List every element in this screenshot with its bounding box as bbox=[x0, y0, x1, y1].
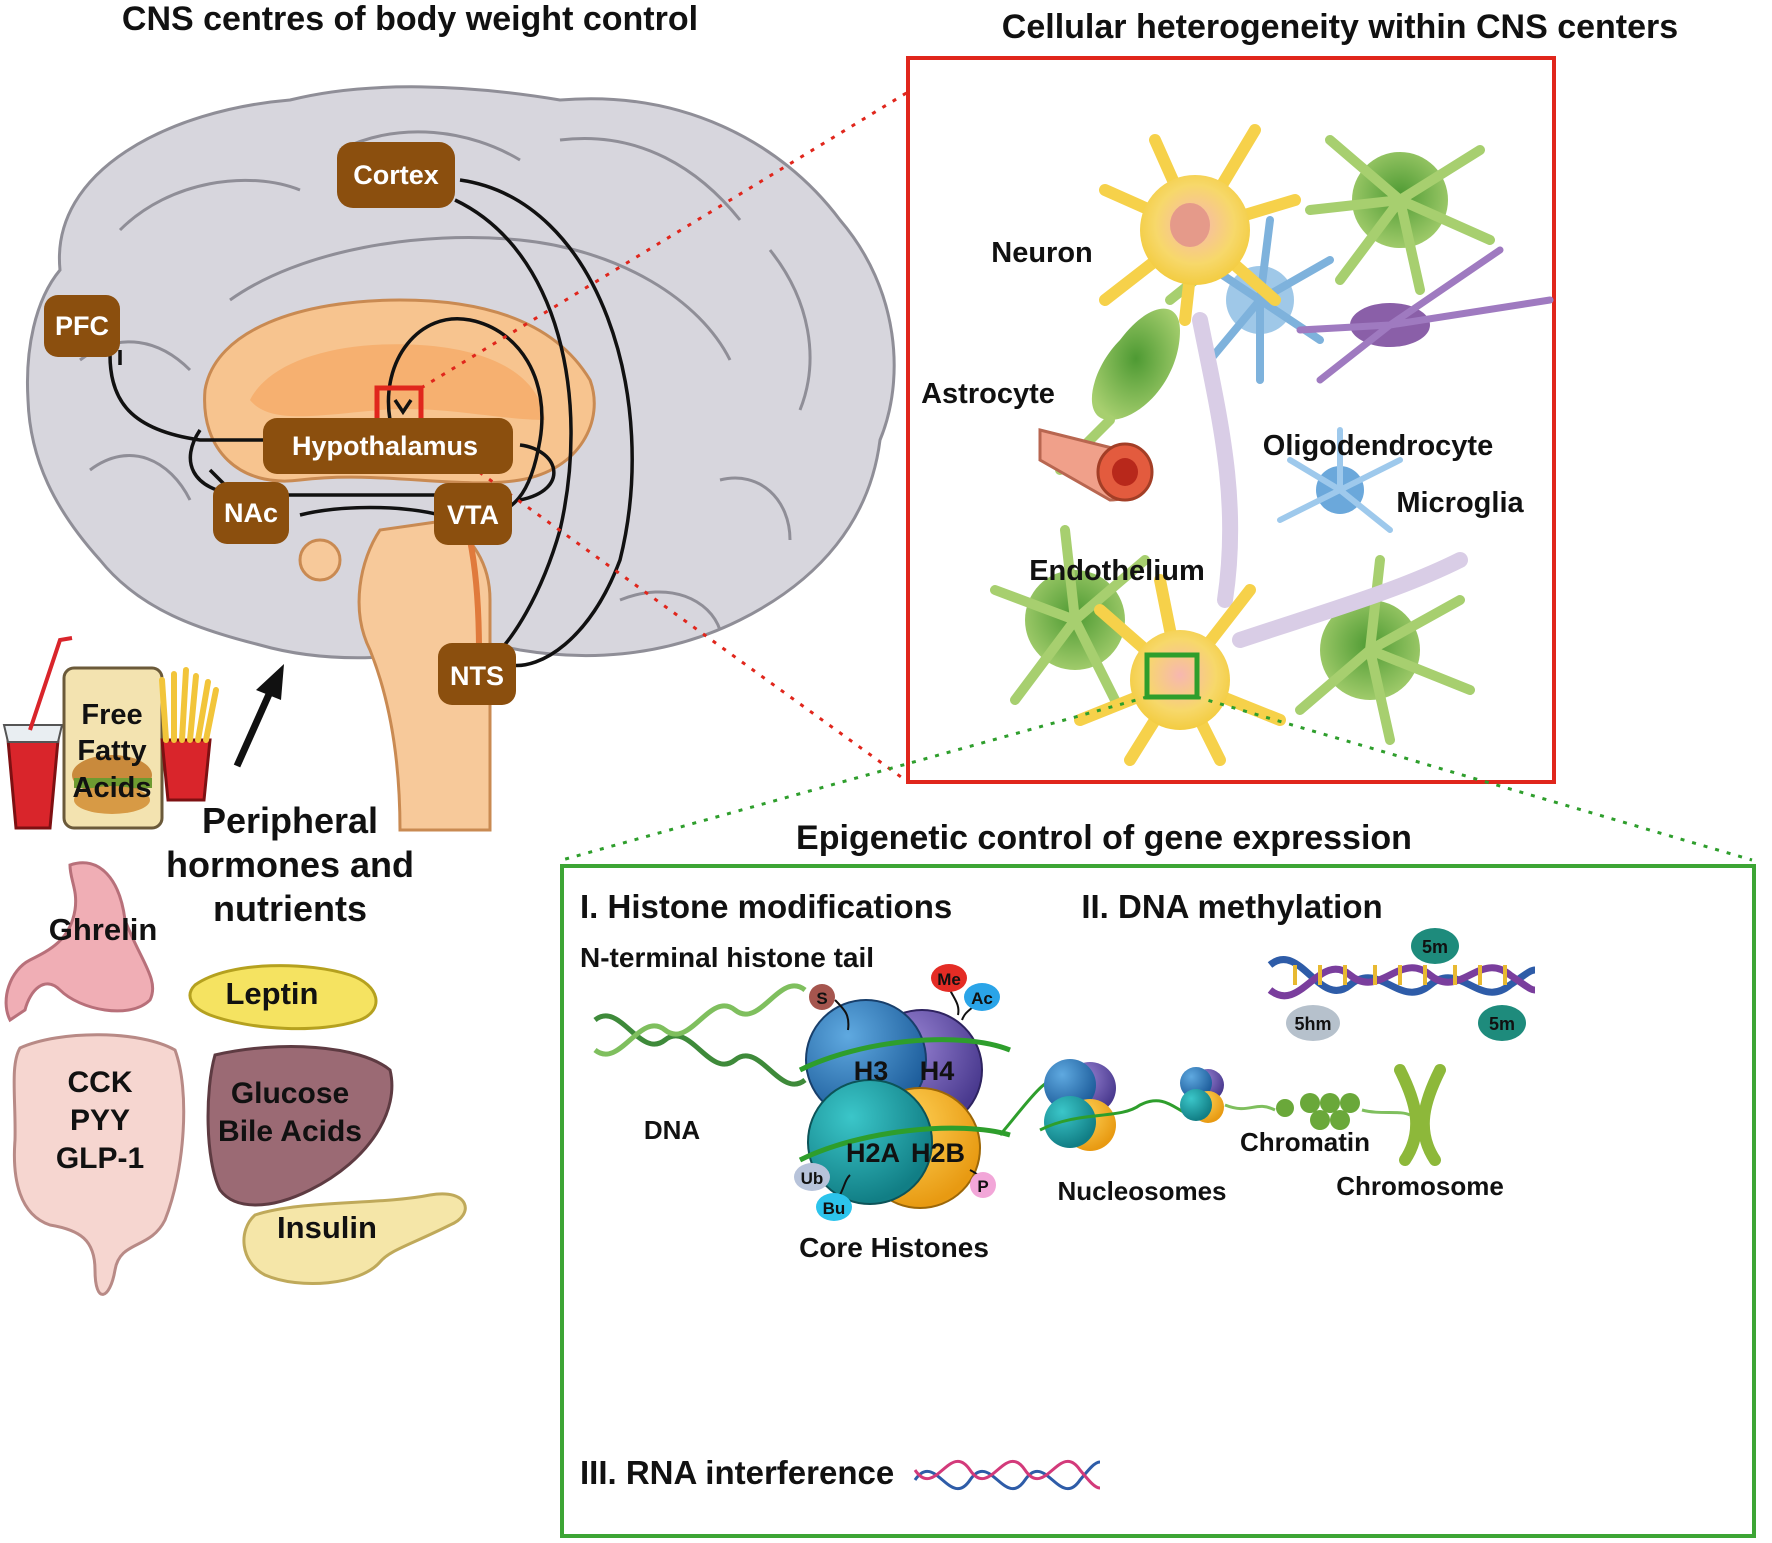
methyl-mark-top-label: 5m bbox=[1422, 937, 1448, 957]
gut-label-glp1: GLP-1 bbox=[56, 1142, 144, 1175]
food-label-line2: Fatty bbox=[77, 735, 146, 767]
methylation-heading: II. DNA methylation bbox=[1081, 888, 1382, 925]
mark-ub: Ub bbox=[794, 1163, 830, 1191]
histone-h2b-label: H2B bbox=[911, 1138, 965, 1168]
rnai-heading: III. RNA interference bbox=[580, 1454, 894, 1491]
liver-icon bbox=[206, 1045, 394, 1207]
drink-cup-icon bbox=[2, 636, 73, 830]
myelinated-axon-icon bbox=[1192, 312, 1468, 648]
node-nts: NTS bbox=[438, 643, 516, 705]
fries-icon bbox=[159, 667, 219, 802]
periphery-heading-line3: nutrients bbox=[213, 888, 367, 929]
mark-me: Me bbox=[931, 964, 967, 1016]
dna-label: DNA bbox=[644, 1115, 701, 1145]
rna-duplex-icon bbox=[913, 1460, 1101, 1490]
red-zoom-line-bottom bbox=[420, 428, 909, 784]
astrocyte-green-icons bbox=[990, 135, 1495, 745]
gut-label-cck: CCK bbox=[68, 1066, 133, 1099]
node-vta: VTA bbox=[434, 483, 512, 545]
endothelium-vessel-icon bbox=[1038, 428, 1154, 502]
microglia-label: Microglia bbox=[1396, 487, 1524, 519]
food-label-line3: Acids bbox=[73, 772, 152, 804]
node-cortex-label: Cortex bbox=[353, 160, 439, 190]
liver-label-line2: Bile Acids bbox=[218, 1115, 362, 1148]
epigenetic-panel-frame bbox=[560, 864, 1756, 1538]
methyl-mark-left: 5hm bbox=[1286, 1005, 1340, 1041]
methyl-mark-left-label: 5hm bbox=[1294, 1014, 1331, 1034]
liver-label-line1: Glucose bbox=[231, 1077, 349, 1110]
stomach-icon bbox=[4, 861, 155, 1023]
intestine-icon bbox=[12, 1033, 186, 1296]
mark-bu: Bu bbox=[816, 1174, 852, 1221]
chromosome-icon bbox=[1394, 1064, 1446, 1166]
methylated-dna-icon bbox=[1267, 956, 1536, 1000]
food-label-line1: Free bbox=[81, 699, 142, 731]
neuron-top-icon bbox=[1099, 124, 1301, 326]
mark-p-label: P bbox=[977, 1177, 988, 1196]
mark-s-label: S bbox=[816, 989, 827, 1008]
histone-h2a-label: H2A bbox=[846, 1138, 900, 1168]
pancreas-icon bbox=[242, 1192, 467, 1285]
mark-bu-label: Bu bbox=[823, 1199, 846, 1218]
histone-h3-label: H3 bbox=[854, 1056, 889, 1086]
periphery-heading-line2: hormones and bbox=[166, 844, 414, 885]
oligodendrocyte-icon bbox=[1296, 246, 1554, 384]
right-title: Cellular heterogeneity within CNS center… bbox=[1002, 8, 1678, 46]
periphery-heading-line1: Peripheral bbox=[202, 800, 378, 841]
microglia-icon bbox=[1277, 427, 1403, 533]
neuron-zoom-box bbox=[1144, 652, 1200, 700]
methyl-mark-right: 5m bbox=[1478, 1005, 1526, 1041]
green-zoom-line-right bbox=[1196, 695, 1753, 862]
tail-label: N-terminal histone tail bbox=[580, 942, 874, 973]
mark-s: S bbox=[809, 984, 850, 1031]
node-vta-label: VTA bbox=[447, 500, 499, 530]
signal-arrow-icon bbox=[233, 664, 284, 768]
mark-ub-label: Ub bbox=[801, 1169, 824, 1188]
core-histones-label: Core Histones bbox=[799, 1232, 989, 1263]
node-nts-label: NTS bbox=[450, 661, 504, 691]
burger-box-icon bbox=[62, 666, 164, 830]
methyl-mark-right-label: 5m bbox=[1489, 1014, 1515, 1034]
node-nac-label: NAc bbox=[224, 498, 278, 528]
mark-me-label: Me bbox=[937, 970, 961, 989]
ghrelin-label: Ghrelin bbox=[49, 912, 158, 947]
dna-helix-icon bbox=[593, 983, 807, 1087]
node-hypothalamus-label: Hypothalamus bbox=[292, 431, 478, 461]
nucleosomes-label: Nucleosomes bbox=[1057, 1176, 1226, 1206]
circuit-connections bbox=[108, 178, 634, 668]
mark-ac: Ac bbox=[961, 983, 1000, 1021]
node-cortex: Cortex bbox=[337, 142, 455, 208]
node-nac: NAc bbox=[213, 482, 289, 544]
astrocyte-blue-top-icon bbox=[1196, 216, 1334, 384]
insulin-label: Insulin bbox=[277, 1210, 377, 1245]
epigenetic-title: Epigenetic control of gene expression bbox=[796, 819, 1412, 857]
node-hypothalamus: Hypothalamus bbox=[263, 418, 513, 474]
astrocyte-label: Astrocyte bbox=[921, 378, 1055, 410]
node-pfc: PFC bbox=[44, 295, 120, 357]
chromatin-label: Chromatin bbox=[1240, 1127, 1370, 1157]
endothelium-label: Endothelium bbox=[1029, 555, 1205, 587]
methyl-mark-top: 5m bbox=[1411, 928, 1459, 964]
histone-octamer-icon bbox=[798, 999, 1071, 1209]
left-title: CNS centres of body weight control bbox=[122, 0, 698, 38]
mark-p: P bbox=[969, 1169, 996, 1198]
chromosome-label: Chromosome bbox=[1336, 1171, 1504, 1201]
histone-heading: I. Histone modifications bbox=[580, 888, 952, 925]
histone-h4-label: H4 bbox=[920, 1056, 955, 1086]
mark-ac-label: Ac bbox=[971, 989, 993, 1008]
leptin-label: Leptin bbox=[226, 976, 319, 1011]
nucleosome-icons bbox=[1039, 1059, 1224, 1151]
chromatin-icon bbox=[1224, 1093, 1411, 1130]
neuron-label: Neuron bbox=[991, 237, 1093, 269]
green-zoom-line-left bbox=[561, 695, 1148, 862]
oligodendrocyte-label: Oligodendrocyte bbox=[1263, 430, 1493, 462]
adipose-icon bbox=[188, 964, 378, 1031]
cell-panel-frame bbox=[906, 56, 1556, 784]
gut-label-pyy: PYY bbox=[70, 1104, 130, 1137]
node-pfc-label: PFC bbox=[55, 311, 109, 341]
